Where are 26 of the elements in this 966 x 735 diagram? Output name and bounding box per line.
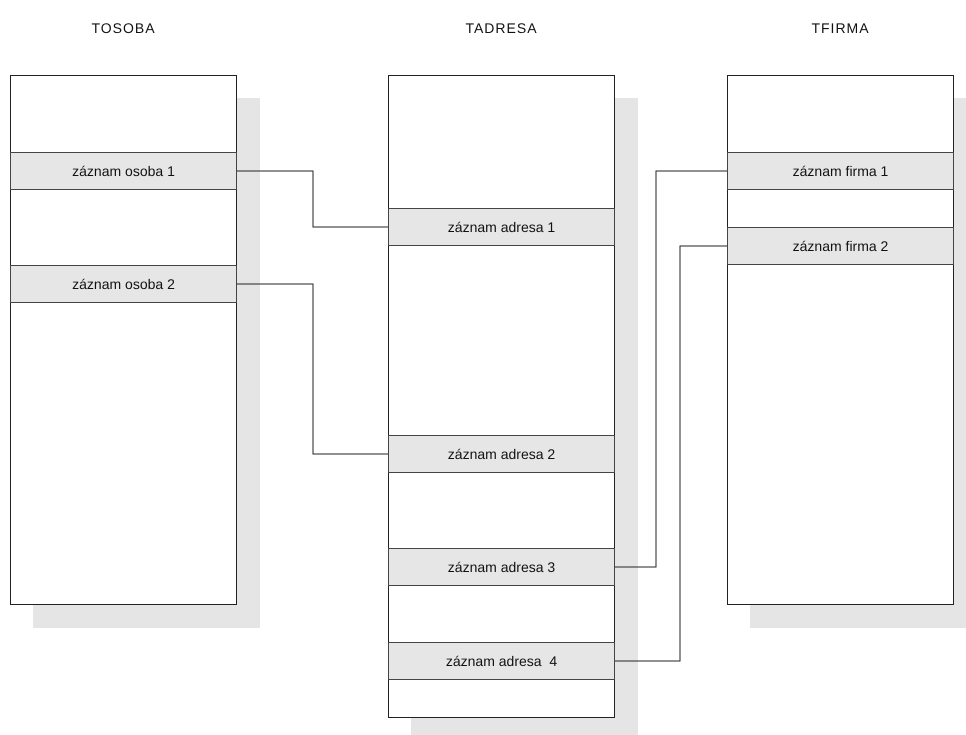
table-title: TFIRMA [811,20,870,36]
record-row [388,642,615,680]
record-row [727,152,954,190]
table-box [727,75,954,605]
record-label: záznam firma 2 [792,238,888,254]
record-label: záznam osoba 2 [72,276,175,292]
record-label: záznam osoba 1 [72,163,175,179]
connector-line [236,170,388,228]
table-title: TOSOBA [91,20,156,36]
record-label: záznam adresa 3 [448,559,556,575]
record-row [10,265,237,303]
connector-line [614,170,728,568]
record-label: záznam firma 1 [792,163,888,179]
table-box [10,75,237,605]
record-row [727,227,954,265]
record-label: záznam adresa 2 [448,446,556,462]
table-box [388,75,615,718]
record-row [388,548,615,586]
record-label: záznam adresa 4 [446,653,558,669]
record-row [10,152,237,190]
record-label: záznam adresa 1 [448,219,556,235]
record-row [388,208,615,246]
connector-line [236,284,388,454]
record-row [388,435,615,473]
table-title: TADRESA [465,20,538,36]
connector-line [614,246,728,662]
